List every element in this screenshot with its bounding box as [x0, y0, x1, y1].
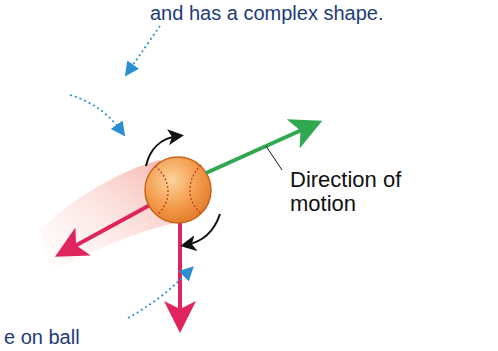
caption-fragment: e on ball [4, 326, 204, 348]
motion-label: Direction of motion [290, 168, 430, 216]
caption-fragment: and has a complex shape. [150, 2, 450, 24]
